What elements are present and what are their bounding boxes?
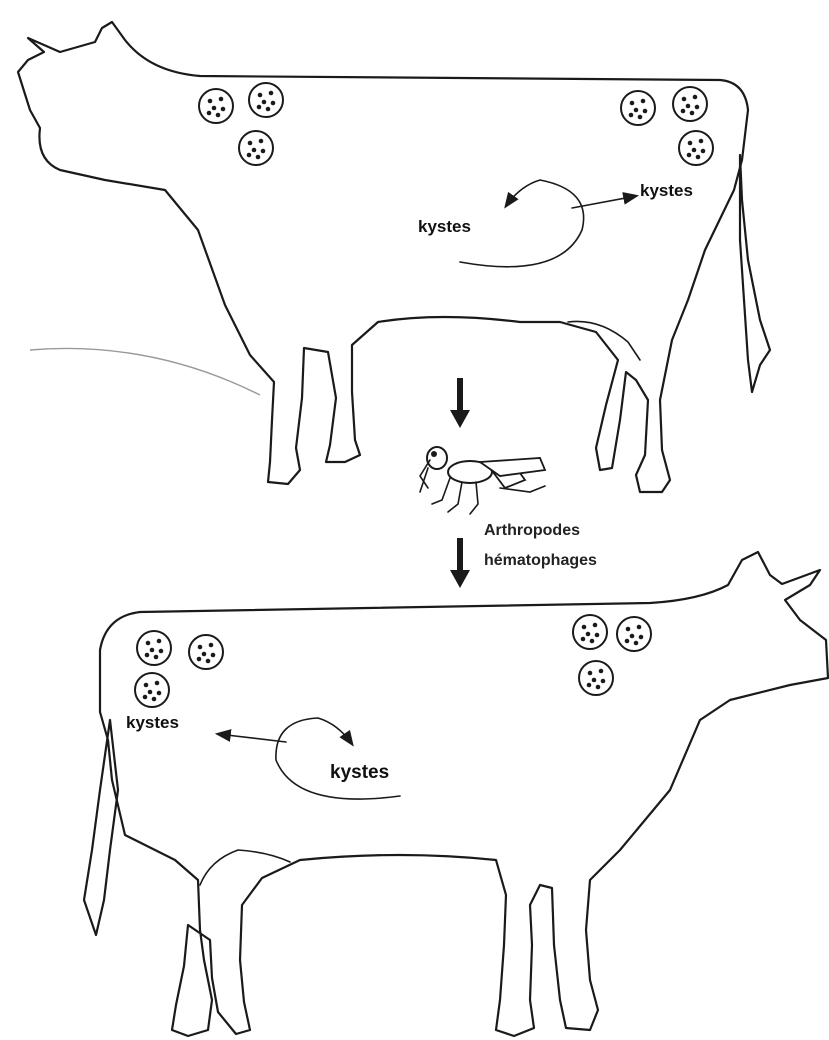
vector-label-line2: hématophages (484, 552, 597, 569)
infected-cow-top: kystes kystes (18, 22, 770, 492)
cyst-icon (579, 661, 613, 695)
vector-label-line1: Arthropodes (484, 522, 580, 539)
cysts-label: kystes (640, 181, 693, 200)
cyst-spread-arrow (218, 734, 286, 742)
cyst-icon (239, 131, 273, 165)
cysts-label: kystes (418, 217, 471, 236)
tail (84, 720, 118, 935)
vector-transmission: Arthropodes hématophages (420, 378, 597, 588)
cyst-icon (137, 631, 171, 665)
infected-cow-bottom: kystes kystes (84, 552, 828, 1036)
cyst-spread-arrow (572, 196, 636, 208)
cysts-label: kystes (126, 713, 179, 732)
cyst-icon (673, 87, 707, 121)
cysts-label: kystes (330, 762, 389, 783)
cyst-spread-loop (276, 718, 400, 799)
cyst-icon (249, 83, 283, 117)
down-arrow-icon (450, 378, 470, 428)
cyst-icon (189, 635, 223, 669)
tail (740, 155, 770, 392)
cyst-icon (617, 617, 651, 651)
down-arrow-icon (450, 538, 470, 588)
cyst-icon (679, 131, 713, 165)
udder-line (200, 850, 290, 885)
ground-shadow-line (30, 348, 260, 395)
fly-icon (420, 447, 545, 514)
cow-body-outline (100, 552, 828, 1036)
cyst-spread-loop (460, 180, 584, 267)
cyst-icon (135, 673, 169, 707)
cyst-icon (573, 615, 607, 649)
cyst-icon (621, 91, 655, 125)
cyst-icon (199, 89, 233, 123)
